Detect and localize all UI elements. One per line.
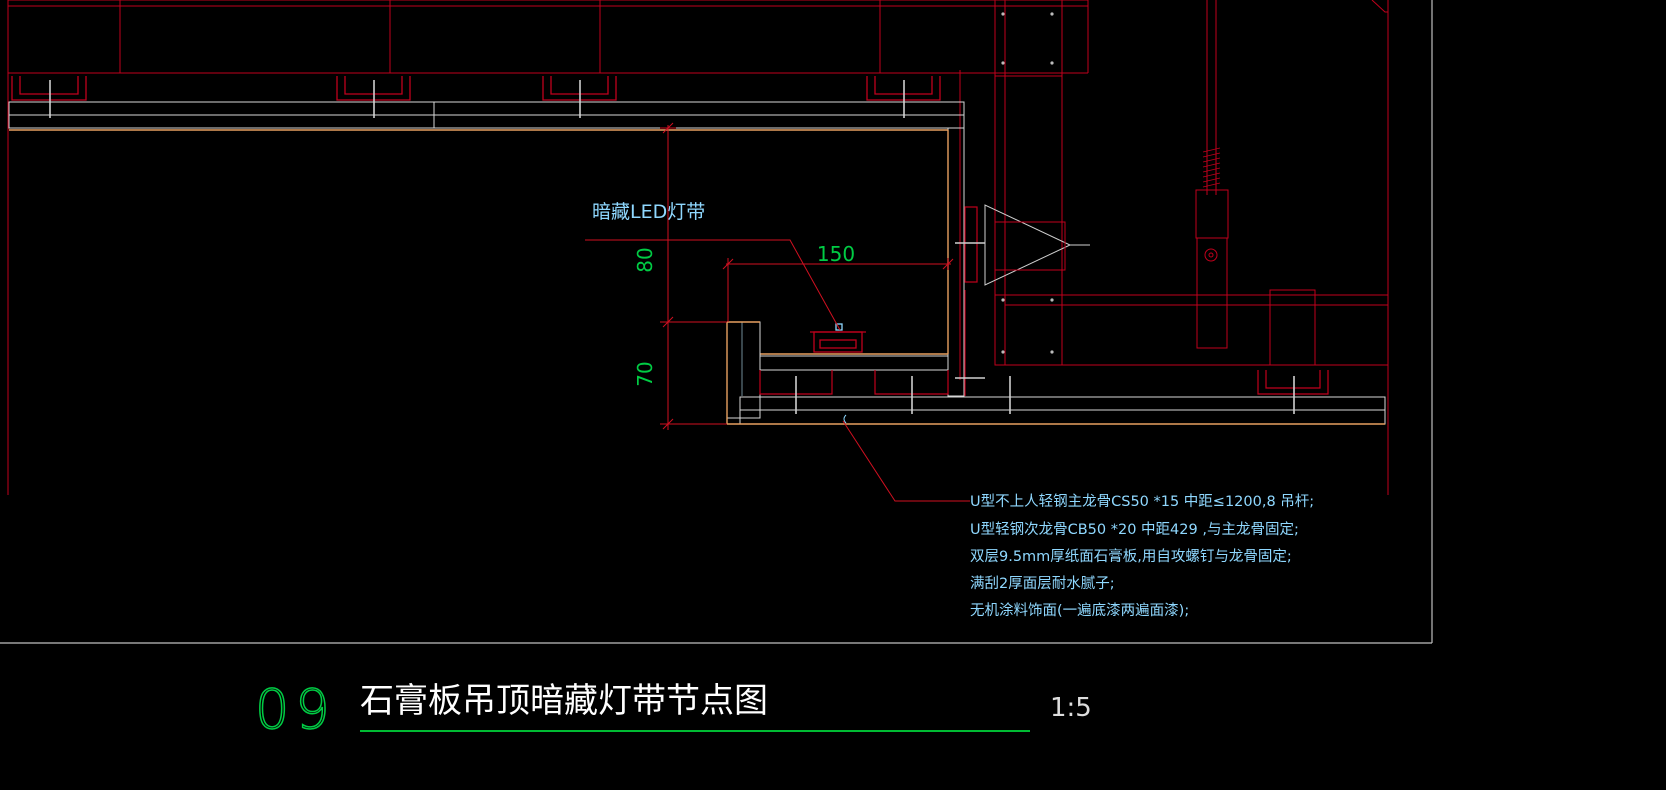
lower-screws — [795, 242, 1295, 414]
dimension-lines — [660, 122, 954, 430]
led-strip-label: 暗藏LED灯带 — [592, 201, 705, 223]
top-screws — [49, 80, 905, 118]
dimension-70: 70 — [633, 361, 657, 386]
drawing-scale: 1:5 — [1050, 693, 1092, 723]
note-line: 双层9.5mm厚纸面石膏板,用自攻螺钉与龙骨固定; — [970, 547, 1292, 565]
dimension-80: 80 — [633, 247, 657, 272]
led-strip-fixture — [810, 323, 866, 353]
construction-notes: U型不上人轻钢主龙骨CS50 *15 中距≤1200,8 吊杆; U型轻钢次龙骨… — [970, 493, 1314, 619]
upper-framework — [7, 0, 1389, 495]
drawing-title: 石膏板吊顶暗藏灯带节点图 — [360, 681, 768, 721]
wall-anchor — [984, 204, 1090, 286]
cove-structure — [9, 127, 1386, 425]
note-line: U型轻钢次龙骨CB50 *20 中距429 ,与主龙骨固定; — [970, 521, 1299, 538]
column-bolts — [1001, 12, 1054, 354]
leader-lines — [585, 239, 970, 502]
note-line: 满刮2厚面层耐水腻子; — [970, 575, 1115, 592]
top-keel-profiles — [11, 76, 941, 101]
dimension-150: 150 — [817, 242, 855, 266]
title-block: 09 石膏板吊顶暗藏灯带节点图 1:5 — [254, 677, 1092, 742]
drawing-frame — [0, 0, 1433, 644]
drawing-number: 09 — [255, 678, 336, 741]
note-line: U型不上人轻钢主龙骨CS50 *15 中距≤1200,8 吊杆; — [970, 493, 1314, 510]
lower-keel-profiles — [759, 206, 1329, 396]
top-gypsum-board — [8, 101, 965, 129]
note-line: 无机涂料饰面(一遍底漆两遍面漆); — [970, 602, 1189, 619]
